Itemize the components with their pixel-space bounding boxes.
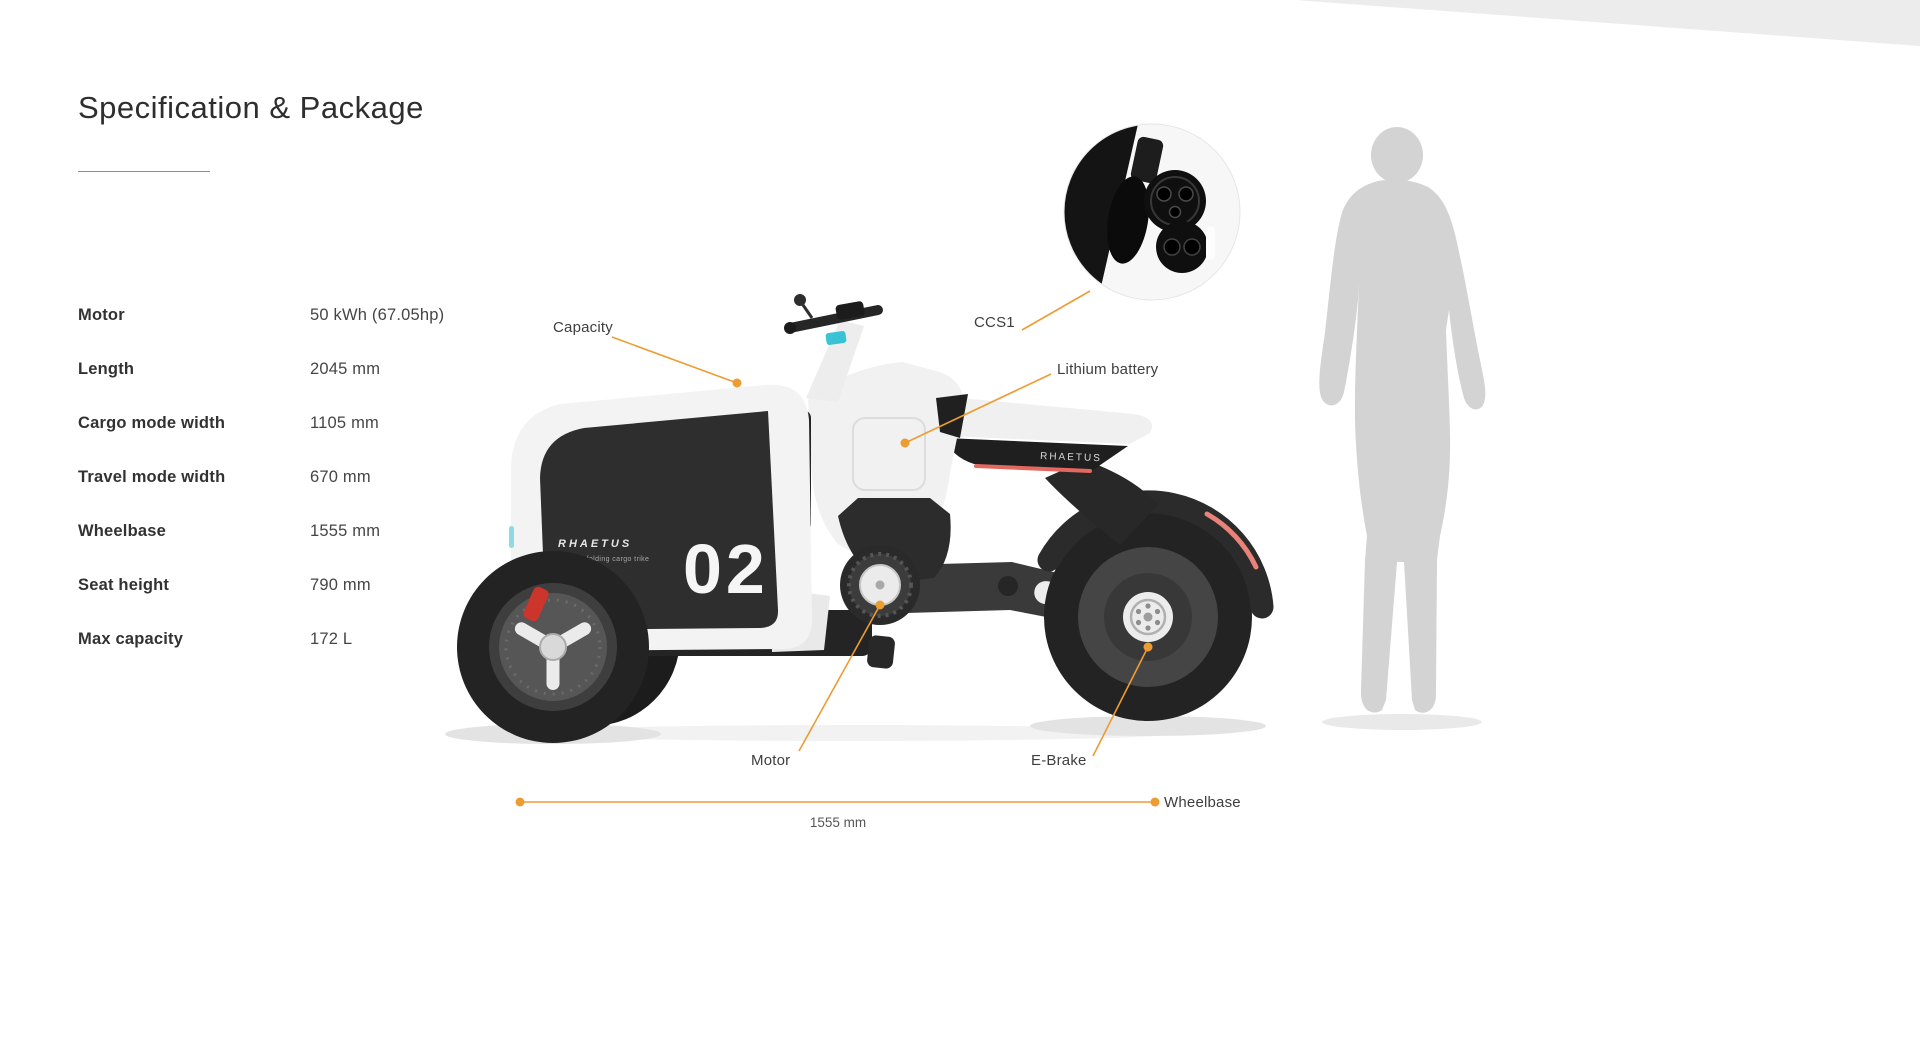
lithium-battery-callout-label: Lithium battery xyxy=(1057,361,1159,378)
spec-label: Cargo mode width xyxy=(78,414,226,432)
ccs1-upper-socket xyxy=(1144,170,1206,232)
model-number-text: 02 xyxy=(683,530,769,608)
motor-callout-label: Motor xyxy=(751,752,791,769)
lithium-battery-line xyxy=(904,373,1052,444)
spec-row: Max capacity 172 L xyxy=(78,630,444,684)
spec-row: Cargo mode width 1105 mm xyxy=(78,414,444,468)
spec-label: Wheelbase xyxy=(78,522,166,540)
spec-list: Motor 50 kWh (67.05hp) Length 2045 mm Ca… xyxy=(78,306,444,684)
spec-label: Length xyxy=(78,360,135,378)
corner-accent-shape xyxy=(1295,0,1920,46)
capacity-line xyxy=(611,336,738,384)
title-underline xyxy=(78,171,210,172)
spec-row: Travel mode width 670 mm xyxy=(78,468,444,522)
tail-section: RHAETUS xyxy=(929,396,1152,473)
capacity-callout-label: Capacity xyxy=(553,319,613,336)
spec-row: Motor 50 kWh (67.05hp) xyxy=(78,306,444,360)
motor-hub xyxy=(840,545,920,625)
person-silhouette xyxy=(1319,127,1486,713)
spec-label: Seat height xyxy=(78,576,170,594)
spec-value: 790 mm xyxy=(310,576,371,594)
front-wheel xyxy=(457,551,649,743)
handlebar xyxy=(785,305,883,333)
spec-value: 172 L xyxy=(310,630,353,648)
callout-lines xyxy=(520,290,1155,803)
spec-value: 1555 mm xyxy=(310,522,381,540)
mirror xyxy=(794,294,806,306)
rear-fender-accent xyxy=(1204,511,1259,570)
spec-value: 670 mm xyxy=(310,468,371,486)
ccs1-line xyxy=(1021,290,1091,331)
callout-dots xyxy=(515,378,1160,807)
display-screen xyxy=(835,301,865,320)
ccs1-lower-socket xyxy=(1156,221,1208,273)
spec-row: Length 2045 mm xyxy=(78,360,444,414)
wheelbase-callout-label: Wheelbase xyxy=(1164,794,1241,811)
motor-line xyxy=(798,604,881,752)
tail-connector xyxy=(1045,460,1158,545)
ccs1-inset xyxy=(1063,123,1241,301)
wheelbase-dimension-value: 1555 mm xyxy=(809,815,867,830)
cargo-trike-illustration: RHAETUS xyxy=(457,294,1274,743)
box-tagline-text: Electric folding cargo trike xyxy=(558,556,649,563)
steering-assembly xyxy=(784,294,883,402)
e-brake-line xyxy=(1092,646,1149,757)
spec-value: 2045 mm xyxy=(310,360,381,378)
spec-label: Travel mode width xyxy=(78,468,226,486)
spec-row: Seat height 790 mm xyxy=(78,576,444,630)
spec-row: Wheelbase 1555 mm xyxy=(78,522,444,576)
box-brand-text: RHAETUS xyxy=(558,538,632,550)
e-brake-callout-label: E-Brake xyxy=(1031,752,1087,769)
spec-label: Motor xyxy=(78,306,125,324)
battery-panel-outline xyxy=(852,417,926,491)
box-led-strip xyxy=(509,526,514,548)
rear-hub xyxy=(1123,592,1173,642)
kickstand-bracket xyxy=(867,635,895,669)
spec-label: Max capacity xyxy=(78,630,184,648)
stem-led xyxy=(825,331,847,345)
spec-value: 50 kWh (67.05hp) xyxy=(310,306,445,324)
brake-caliper xyxy=(523,586,549,622)
tail-brand-text: RHAETUS xyxy=(1040,451,1102,464)
rear-fender xyxy=(1037,490,1274,619)
page-title: Specification & Package xyxy=(78,90,424,125)
spec-value: 1105 mm xyxy=(310,414,379,432)
ccs1-callout-label: CCS1 xyxy=(974,314,1015,331)
